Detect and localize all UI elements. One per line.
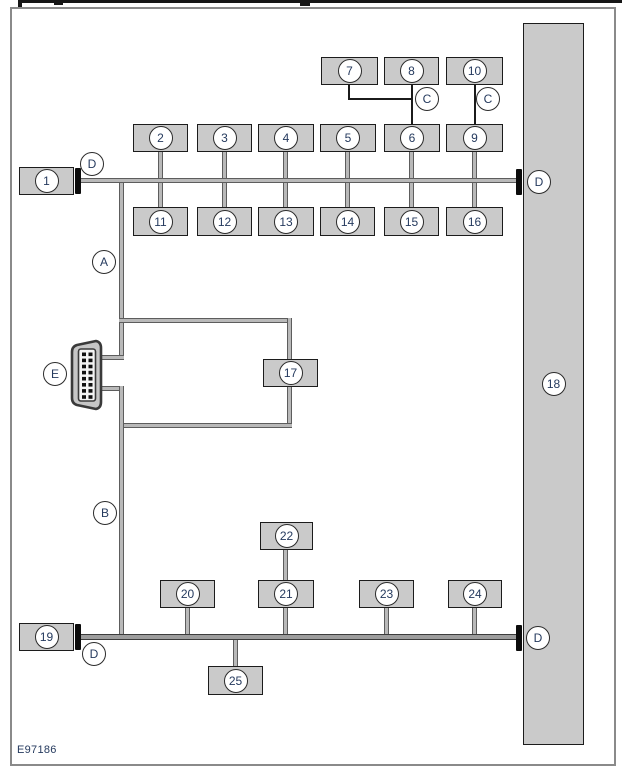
stub-line-22-21	[283, 549, 288, 581]
module-callout-7: 7	[337, 59, 362, 83]
stub-line-24	[472, 607, 477, 635]
module-box-12: 12	[197, 207, 252, 236]
bus-terminator-top-right	[516, 169, 522, 195]
module-box-6: 6	[384, 124, 440, 152]
module-callout-14: 14	[335, 209, 360, 234]
module-box-9: 9	[446, 124, 503, 152]
branch-b-line	[119, 386, 124, 640]
stub-line-25	[233, 638, 238, 667]
module-box-11: 11	[133, 207, 188, 236]
figure-code: E97186	[17, 744, 57, 756]
module-callout-18: 18	[541, 372, 566, 396]
module-box-4: 4	[258, 124, 314, 152]
module-box-13: 13	[258, 207, 314, 236]
bus-terminator-bottom-left	[75, 624, 81, 650]
module-box-24: 24	[448, 580, 502, 608]
module-callout-16: 16	[462, 209, 487, 234]
badge-d-top-right: D	[527, 170, 551, 194]
cropped-text-artifact	[18, 0, 22, 8]
module-callout-4: 4	[274, 126, 298, 150]
badge-branch-a: A	[92, 250, 116, 274]
branch-a-line	[119, 181, 124, 360]
module-callout-10: 10	[462, 59, 487, 83]
module-callout-3: 3	[212, 126, 237, 150]
module-callout-1: 1	[34, 169, 59, 193]
badge-c-left: C	[415, 87, 439, 111]
module-callout-15: 15	[399, 209, 424, 234]
module-box-10: 10	[446, 57, 503, 85]
cropped-text-artifact	[54, 0, 63, 5]
module-box-18: 18	[523, 23, 584, 745]
badge-branch-b: B	[93, 501, 117, 525]
module-box-22: 22	[260, 522, 313, 550]
module-callout-21: 21	[274, 582, 298, 606]
module-box-2: 2	[133, 124, 188, 152]
module-callout-19: 19	[34, 625, 59, 649]
module8-to-module6-line	[411, 85, 413, 124]
cropped-text-artifact	[18, 0, 622, 3]
module-callout-9: 9	[462, 126, 487, 150]
module-box-7: 7	[321, 57, 378, 85]
module7-to-module8-line	[348, 98, 412, 100]
module-callout-2: 2	[148, 126, 173, 150]
module17-loop-bottom-line	[119, 423, 292, 428]
module-callout-12: 12	[212, 209, 237, 234]
module-callout-24: 24	[463, 582, 487, 606]
bus-terminator-top-left	[75, 168, 81, 194]
top-bus-line	[79, 178, 520, 183]
dlc-lower-stub	[96, 386, 124, 391]
module-box-5: 5	[320, 124, 376, 152]
module-box-8: 8	[384, 57, 439, 85]
stub-line-23	[384, 607, 389, 635]
module10-to-module9-line	[474, 85, 476, 124]
module-box-21: 21	[258, 580, 314, 608]
badge-d-bottom-right: D	[526, 626, 550, 650]
badge-c-right: C	[476, 87, 500, 111]
module-box-20: 20	[160, 580, 215, 608]
bus-terminator-bottom-right	[516, 625, 522, 651]
module-box-16: 16	[446, 207, 503, 236]
module-box-23: 23	[359, 580, 414, 608]
badge-d-bottom-left: D	[82, 642, 106, 666]
module-callout-8: 8	[399, 59, 424, 83]
module-callout-20: 20	[175, 582, 200, 606]
module-callout-5: 5	[336, 126, 360, 150]
module-box-25: 25	[208, 666, 263, 695]
module-box-19: 19	[19, 623, 74, 651]
module-box-3: 3	[197, 124, 252, 152]
stub-line-21	[283, 607, 288, 635]
module17-loop-top-line	[119, 318, 292, 323]
module-box-14: 14	[320, 207, 375, 236]
module-callout-22: 22	[274, 524, 299, 548]
badge-d-top-left: D	[80, 152, 104, 176]
stub-line-20	[185, 607, 190, 635]
diagnostic-connector-icon	[70, 339, 103, 411]
module-callout-6: 6	[400, 126, 424, 150]
dlc-upper-stub	[96, 355, 124, 360]
module-callout-25: 25	[223, 668, 248, 693]
cropped-text-artifact	[300, 0, 310, 6]
badge-dlc-e: E	[43, 362, 67, 386]
bottom-bus-line	[79, 634, 520, 640]
module-box-15: 15	[384, 207, 439, 236]
module-callout-13: 13	[274, 209, 298, 234]
module-box-17: 17	[263, 359, 318, 387]
module-callout-11: 11	[148, 209, 173, 234]
module-box-1: 1	[19, 167, 74, 195]
module7-drop-line	[348, 85, 350, 99]
module-callout-17: 17	[278, 361, 303, 385]
module-callout-23: 23	[374, 582, 399, 606]
